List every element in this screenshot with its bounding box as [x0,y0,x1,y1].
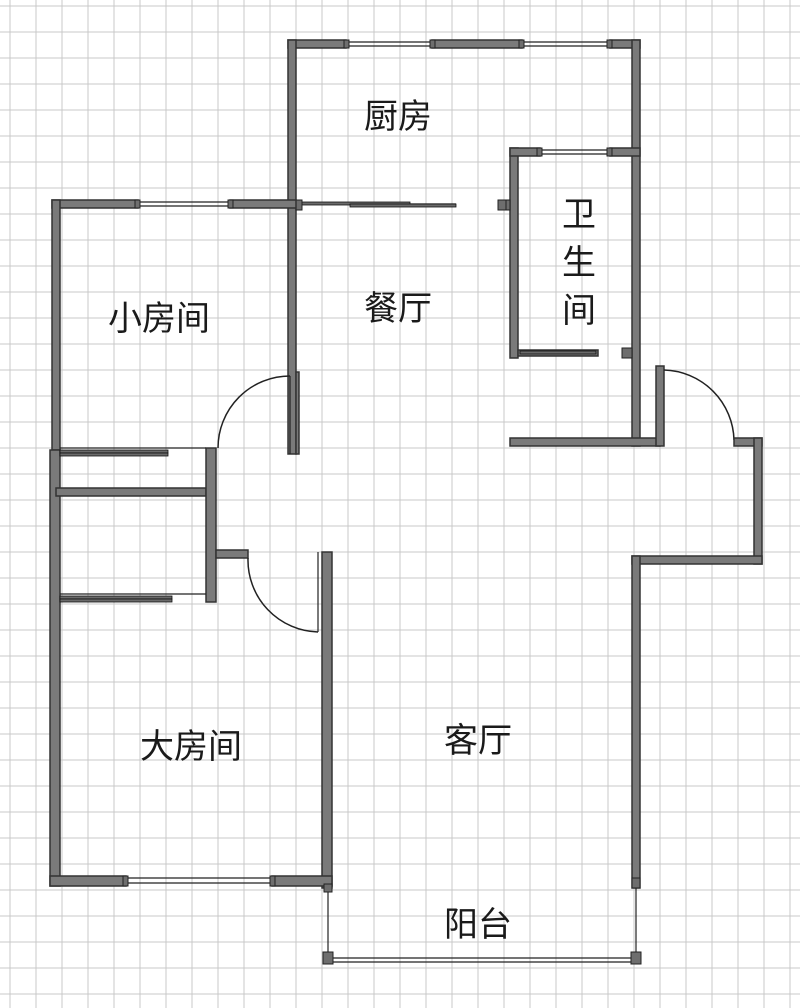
label-kitchen: 厨房 [364,97,432,137]
right-wall-upper [631,39,641,447]
kitchen-top-wall [287,39,641,49]
small-room-door-swing [217,375,291,449]
label-bathroom-3: 间 [562,291,596,331]
small-room-walls [51,199,297,451]
label-big-room: 大房间 [140,727,242,767]
label-balcony: 阳台 [444,905,512,945]
big-room-door-swing [247,557,319,633]
label-small-room: 小房间 [108,299,210,339]
label-bathroom-2: 生 [562,243,596,283]
label-living: 客厅 [444,721,512,761]
door-jamb [295,371,300,455]
label-dining: 餐厅 [364,289,432,329]
bath-bottom-wall [509,437,661,447]
balcony-outline [322,888,642,965]
bathroom-walls [505,147,641,359]
closet-walls [49,447,249,887]
kitchen-sliding-door [295,199,507,211]
big-room-bottom-wall [49,875,333,893]
big-room-right-wall [321,551,333,889]
dining-left-wall [287,39,297,455]
label-bathroom-1: 卫 [562,195,596,235]
